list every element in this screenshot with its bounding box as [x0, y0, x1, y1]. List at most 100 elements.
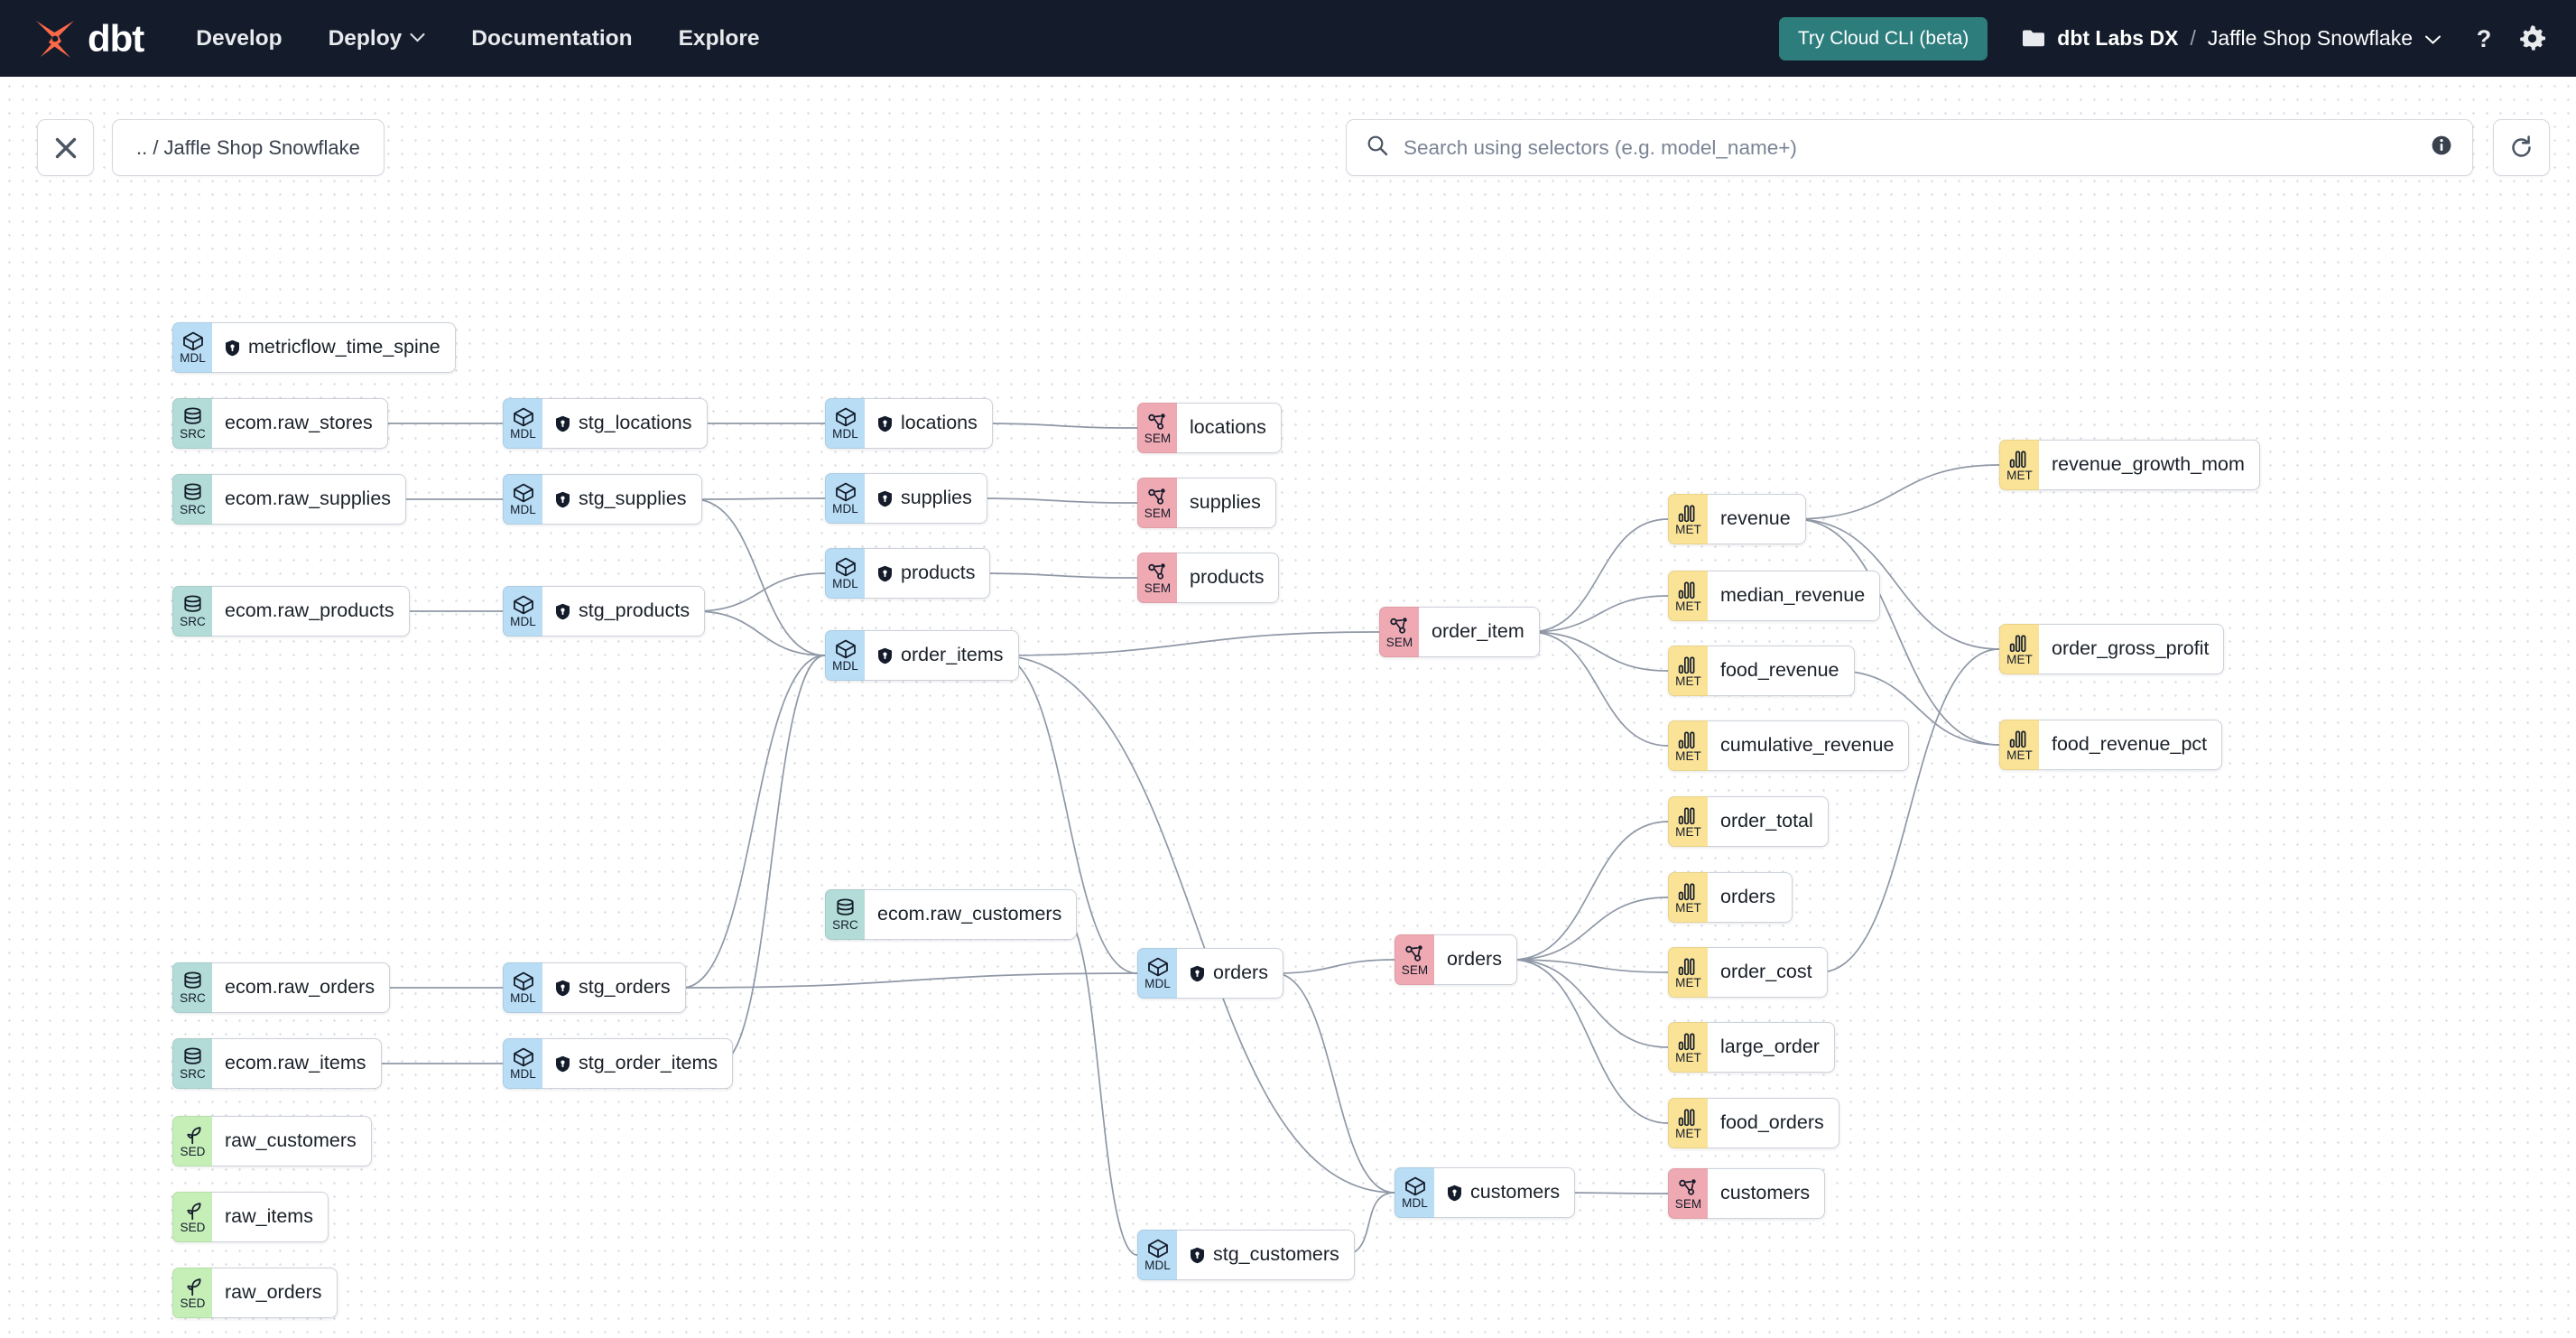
refresh-button[interactable]: [2493, 119, 2550, 176]
help-icon[interactable]: ?: [2472, 25, 2496, 52]
node-body[interactable]: order_total: [1708, 796, 1829, 847]
node-body[interactable]: ecom.raw_items: [212, 1038, 382, 1089]
node-body[interactable]: supplies: [865, 473, 987, 524]
graph-edge: [1835, 670, 2000, 746]
graph-breadcrumb-button[interactable]: .. / Jaffle Shop Snowflake: [112, 119, 385, 176]
nav-item-develop[interactable]: Develop: [196, 26, 282, 51]
search-input[interactable]: [1404, 135, 2415, 160]
account-project-breadcrumb[interactable]: dbt Labs DX / Jaffle Shop Snowflake: [2022, 26, 2442, 51]
node-body[interactable]: products: [1177, 553, 1280, 603]
node-body[interactable]: ecom.raw_stores: [212, 398, 388, 449]
node-body[interactable]: cumulative_revenue: [1708, 720, 1910, 771]
node-body[interactable]: revenue_growth_mom: [2039, 440, 2260, 490]
cube-icon: MDL: [825, 548, 865, 599]
nav-item-documentation[interactable]: Documentation: [471, 26, 632, 51]
node-body[interactable]: food_revenue: [1708, 646, 1855, 696]
nav-item-explore[interactable]: Explore: [679, 26, 760, 51]
search-bar[interactable]: [1346, 119, 2473, 176]
node-body[interactable]: locations: [865, 398, 993, 449]
node-body[interactable]: stg_supplies: [542, 474, 702, 525]
node-body[interactable]: revenue: [1708, 494, 1806, 544]
try-cloud-cli-button[interactable]: Try Cloud CLI (beta): [1778, 16, 1988, 60]
node-body[interactable]: order_gross_profit: [2039, 624, 2225, 674]
node-body[interactable]: food_revenue_pct: [2039, 720, 2223, 770]
node-body[interactable]: locations: [1177, 403, 1282, 453]
node-body[interactable]: order_cost: [1708, 947, 1828, 998]
node-body[interactable]: stg_customers: [1177, 1230, 1355, 1280]
node-body[interactable]: median_revenue: [1708, 571, 1881, 621]
gear-icon[interactable]: [2519, 25, 2545, 51]
node-body[interactable]: products: [865, 548, 991, 599]
node-body[interactable]: stg_locations: [542, 398, 708, 449]
node-body[interactable]: stg_orders: [542, 962, 686, 1013]
node-body[interactable]: stg_products: [542, 586, 706, 636]
dbt-logo[interactable]: dbt: [31, 18, 144, 60]
node-body[interactable]: ecom.raw_orders: [212, 962, 391, 1013]
node-body[interactable]: customers: [1434, 1167, 1576, 1218]
node-body[interactable]: raw_orders: [212, 1268, 338, 1318]
node-body[interactable]: ecom.raw_customers: [865, 889, 1078, 940]
node-body[interactable]: orders: [1434, 934, 1517, 985]
node-body[interactable]: order_items: [865, 630, 1019, 681]
close-button[interactable]: [37, 119, 94, 176]
node-body[interactable]: ecom.raw_supplies: [212, 474, 407, 525]
node-body[interactable]: metricflow_time_spine: [212, 322, 456, 373]
info-icon[interactable]: [2431, 135, 2452, 161]
nav-item-deploy[interactable]: Deploy: [329, 26, 426, 51]
project-chevron-down-icon[interactable]: [2424, 26, 2442, 51]
node-body[interactable]: raw_customers: [212, 1116, 372, 1166]
node-body[interactable]: order_item: [1419, 607, 1540, 657]
node-body[interactable]: raw_items: [212, 1192, 329, 1242]
node-body[interactable]: ecom.raw_products: [212, 586, 410, 636]
node-body[interactable]: orders: [1177, 948, 1283, 999]
node-body[interactable]: stg_order_items: [542, 1038, 734, 1089]
node-body[interactable]: customers: [1708, 1168, 1826, 1219]
node-body[interactable]: large_order: [1708, 1022, 1835, 1073]
node-body[interactable]: food_orders: [1708, 1098, 1839, 1148]
node-label: order_gross_profit: [2052, 637, 2210, 660]
node-body[interactable]: orders: [1708, 872, 1793, 923]
node-body[interactable]: supplies: [1177, 478, 1276, 528]
